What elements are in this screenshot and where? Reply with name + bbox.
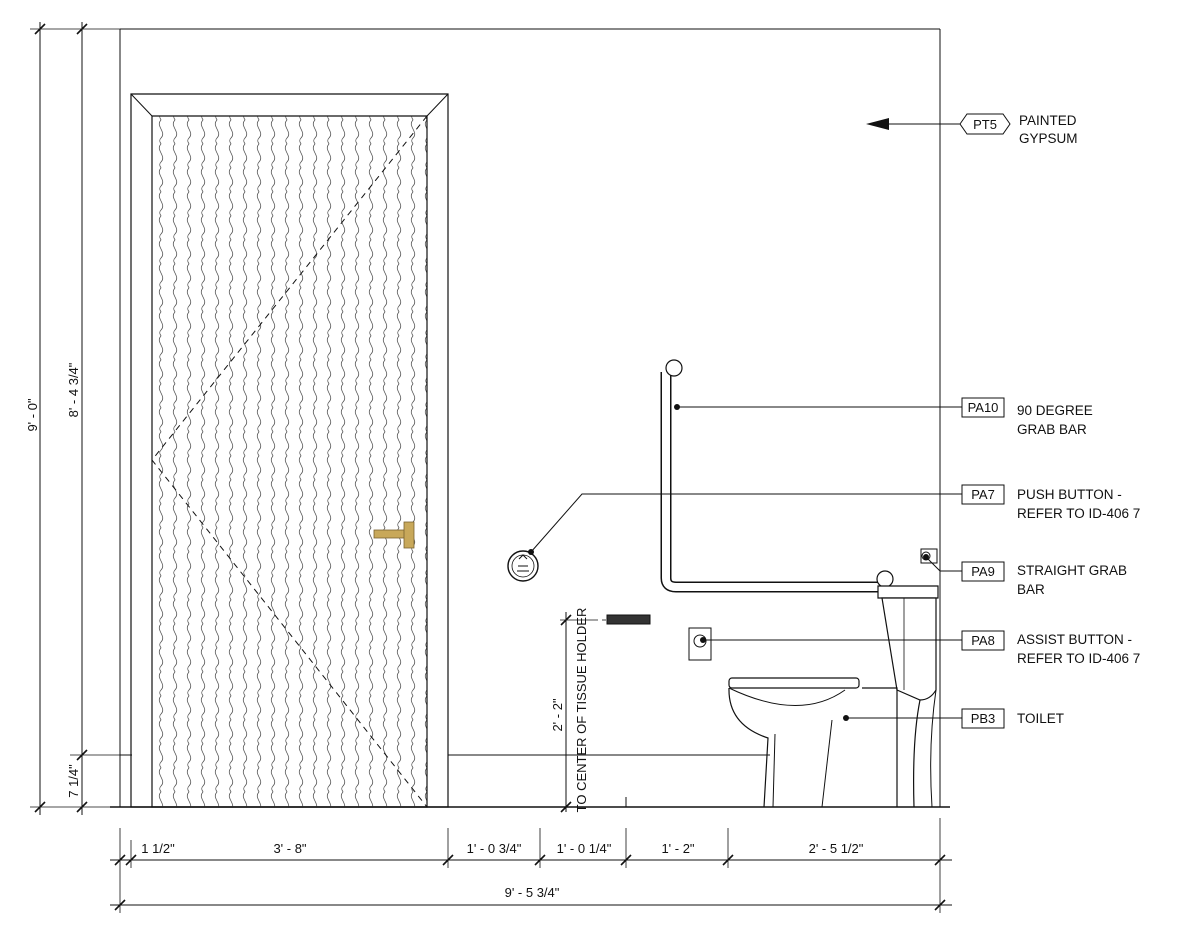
tag-pa8: PA8 ASSIST BUTTON - REFER TO ID-406 7 <box>961 630 1140 666</box>
svg-text:PT5: PT5 <box>973 117 997 132</box>
svg-text:GRAB BAR: GRAB BAR <box>1017 422 1087 437</box>
dim-door-height: 8' - 4 3/4" <box>66 362 81 417</box>
svg-text:REFER TO ID-406 7: REFER TO ID-406 7 <box>1017 506 1140 521</box>
dim-overall-width: 9' - 5 3/4" <box>505 885 560 900</box>
svg-text:BAR: BAR <box>1017 582 1045 597</box>
svg-text:TOILET: TOILET <box>1017 711 1064 726</box>
svg-text:PAINTED: PAINTED <box>1019 113 1077 128</box>
tag-pb3: PB3 TOILET <box>961 708 1064 729</box>
svg-text:REFER TO ID-406 7: REFER TO ID-406 7 <box>1017 651 1140 666</box>
dim-base-height: 7 1/4" <box>66 764 81 798</box>
vertical-dimensions: 9' - 0" 8' - 4 3/4" 7 1/4" <box>25 22 120 815</box>
dim-overall-height: 9' - 0" <box>25 398 40 431</box>
svg-text:PA7: PA7 <box>971 487 995 502</box>
door-handle <box>373 521 415 549</box>
svg-text:ASSIST BUTTON -: ASSIST BUTTON - <box>1017 632 1132 647</box>
tag-pa7: PA7 PUSH BUTTON - REFER TO ID-406 7 <box>961 484 1140 521</box>
dim-seg-2: 1' - 0 1/4" <box>557 841 612 856</box>
tag-pa10: PA10 90 DEGREE GRAB BAR <box>961 397 1093 437</box>
grab-bar-90 <box>660 359 894 593</box>
dim-seg-1: 1' - 0 3/4" <box>467 841 522 856</box>
dim-door-width: 3' - 8" <box>273 841 306 856</box>
door <box>130 93 449 808</box>
leaders <box>528 118 962 721</box>
svg-text:PB3: PB3 <box>971 711 996 726</box>
svg-text:STRAIGHT GRAB: STRAIGHT GRAB <box>1017 563 1127 578</box>
assist-button-icon <box>688 627 712 661</box>
dim-tissue-height: 2' - 2" <box>550 698 565 731</box>
svg-text:90 DEGREE: 90 DEGREE <box>1017 403 1093 418</box>
horizontal-dimensions: 1 1/2" 3' - 8" 1' - 0 3/4" 1' - 0 1/4" 1… <box>110 818 952 913</box>
dim-seg-3: 1' - 2" <box>661 841 694 856</box>
svg-text:PUSH BUTTON -: PUSH BUTTON - <box>1017 487 1122 502</box>
toilet <box>728 585 939 808</box>
dim-frame: 1 1/2" <box>141 841 175 856</box>
svg-text:PA10: PA10 <box>968 400 999 415</box>
tag-pa9: PA9 STRAIGHT GRAB BAR <box>961 561 1127 597</box>
push-button-icon <box>507 550 539 582</box>
tissue-holder <box>606 614 651 625</box>
tissue-dimension: 2' - 2" TO CENTER OF TISSUE HOLDER <box>550 608 606 813</box>
svg-text:PA8: PA8 <box>971 633 995 648</box>
tag-pt5: PT5 PAINTED GYPSUM <box>959 113 1078 146</box>
dim-tissue-note: TO CENTER OF TISSUE HOLDER <box>574 608 589 813</box>
svg-text:PA9: PA9 <box>971 564 995 579</box>
dim-seg-4: 2' - 5 1/2" <box>809 841 864 856</box>
svg-text:GYPSUM: GYPSUM <box>1019 131 1078 146</box>
